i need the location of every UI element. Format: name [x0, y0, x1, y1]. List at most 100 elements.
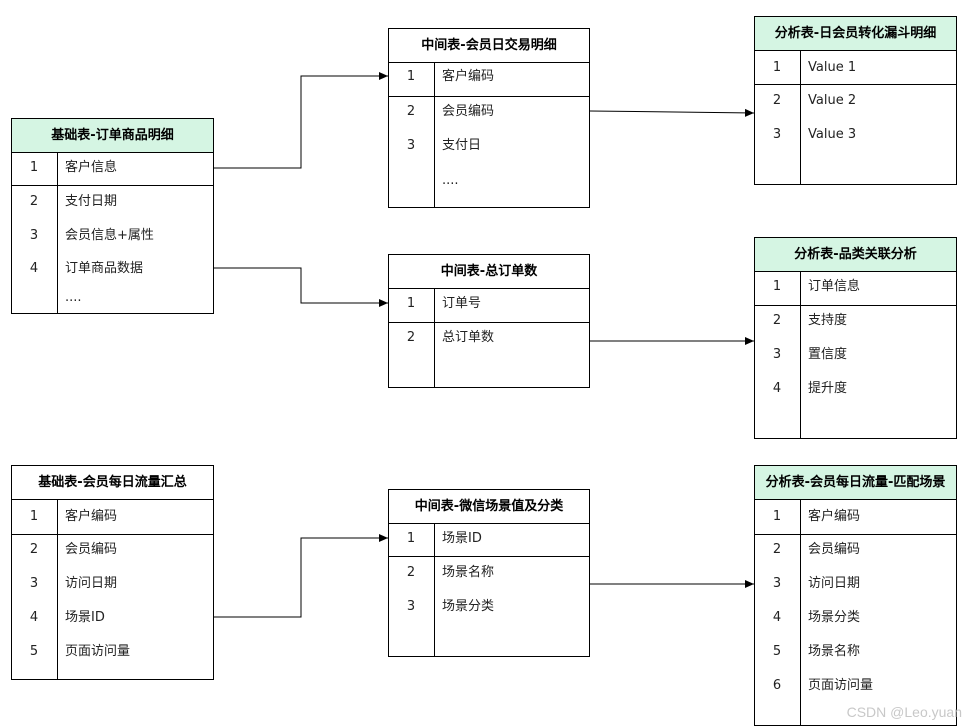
edge-order-detail-to-total-orders[interactable] [214, 267, 388, 307]
row-number: 2 [29, 542, 39, 557]
row-field: 支持度 [808, 313, 848, 328]
table-row: .... [389, 169, 589, 193]
row-number: 2 [772, 313, 782, 328]
row-divider [755, 305, 956, 306]
edge-member-traffic-to-wechat-scene[interactable] [214, 534, 388, 618]
row-number: 3 [29, 576, 39, 591]
row-number: 3 [29, 228, 39, 243]
row-number: 1 [406, 69, 416, 84]
row-divider [389, 556, 589, 557]
row-field: 访问日期 [808, 576, 861, 591]
table-title: 中间表-会员日交易明细 [389, 29, 589, 63]
column-divider [800, 272, 801, 438]
row-field: 页面访问量 [808, 678, 874, 693]
table-title: 分析表-品类关联分析 [755, 238, 956, 272]
column-divider [434, 524, 435, 656]
row-divider [389, 322, 589, 323]
row-field: Value 1 [808, 60, 857, 75]
row-field: 场景名称 [442, 565, 495, 580]
row-divider [389, 96, 589, 97]
row-number: 2 [406, 565, 416, 580]
row-number: 2 [772, 542, 782, 557]
row-field: 订单信息 [808, 279, 861, 294]
row-divider [12, 185, 213, 186]
table-title: 分析表-日会员转化漏斗明细 [755, 17, 956, 51]
row-number: 3 [772, 127, 782, 142]
row-field: 客户编码 [808, 509, 861, 524]
row-field: 客户编码 [442, 69, 495, 84]
row-divider [12, 534, 213, 535]
table-title: 中间表-总订单数 [389, 255, 589, 289]
table-row: 3 支付日 [389, 134, 589, 158]
table-member-daily-trade[interactable]: 中间表-会员日交易明细 1 客户编码 2 会员编码 3 支付日.... [388, 28, 590, 208]
row-field: 会员编码 [808, 542, 861, 557]
table-row: 3 场景分类 [389, 595, 589, 619]
row-field: 客户编码 [65, 509, 118, 524]
row-number: 1 [406, 296, 416, 311]
row-field: 订单商品数据 [65, 261, 144, 276]
row-number: 4 [772, 610, 782, 625]
row-number: 2 [406, 104, 416, 119]
row-number: 2 [29, 194, 39, 209]
row-number: 2 [406, 330, 416, 345]
row-field: 支付日 [442, 138, 482, 153]
table-title: 基础表-会员每日流量汇总 [12, 466, 213, 500]
row-number: 3 [406, 599, 416, 614]
row-divider [755, 534, 956, 535]
table-title: 基础表-订单商品明细 [12, 119, 213, 153]
row-field: 支付日期 [65, 194, 118, 209]
row-field: 客户信息 [65, 160, 118, 175]
table-row: 2 总订单数 [389, 326, 589, 350]
row-number: 4 [772, 381, 782, 396]
row-field: 会员编码 [442, 104, 495, 119]
table-row: 2 支持度 [755, 309, 956, 333]
row-field: 总订单数 [442, 330, 495, 345]
row-field: 场景分类 [442, 599, 495, 614]
column-divider [57, 500, 58, 679]
row-divider [755, 84, 956, 85]
row-number: 1 [406, 531, 416, 546]
row-number: 1 [772, 279, 782, 294]
table-row: 1 客户编码 [12, 505, 213, 529]
table-row: 5 页面访问量 [12, 640, 213, 664]
row-field: 场景名称 [808, 644, 861, 659]
table-row: 3 会员信息+属性 [12, 224, 213, 248]
edge-order-detail-to-member-daily-trade[interactable] [214, 72, 388, 169]
row-field: Value 3 [808, 127, 857, 142]
table-title: 分析表-会员每日流量-匹配场景 [755, 466, 956, 500]
table-row: 2 会员编码 [755, 538, 956, 562]
table-row: 4 场景分类 [755, 606, 956, 630]
row-number: 3 [406, 138, 416, 153]
row-number: 3 [772, 347, 782, 362]
row-number: 4 [29, 610, 39, 625]
row-field: 场景分类 [808, 610, 861, 625]
row-number: 1 [29, 509, 39, 524]
row-number: 5 [29, 644, 39, 659]
row-number: 1 [772, 60, 782, 75]
table-row: 1 客户编码 [389, 65, 589, 89]
edge-member-daily-trade-to-funnel[interactable] [589, 108, 755, 117]
row-field: 页面访问量 [65, 644, 131, 659]
row-field: 会员信息+属性 [65, 228, 154, 243]
row-number: 1 [772, 509, 782, 524]
table-row: 2 场景名称 [389, 561, 589, 585]
